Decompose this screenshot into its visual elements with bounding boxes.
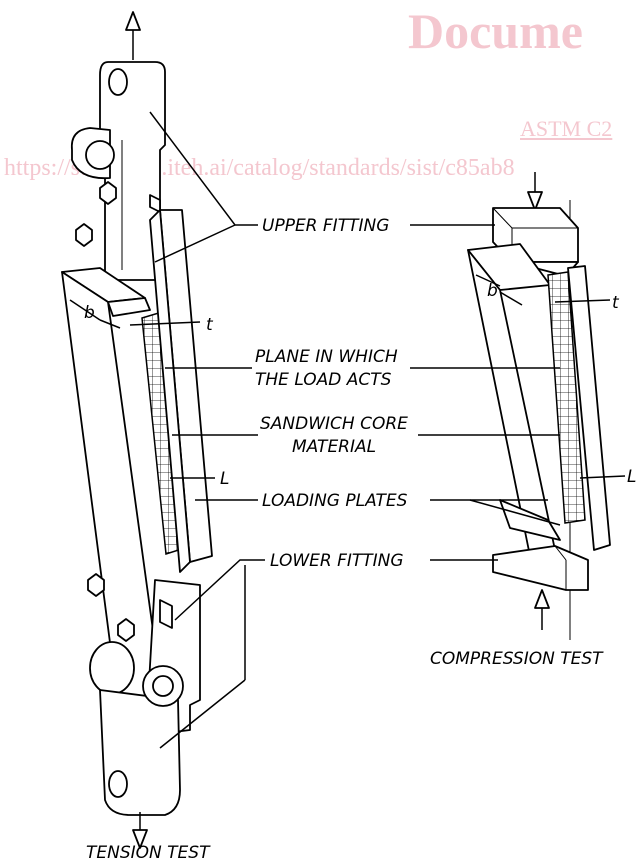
compression-b-label: b: [487, 281, 498, 301]
sandwich-core-label-line2: MATERIAL: [292, 437, 376, 457]
lower-fitting-label: LOWER FITTING: [270, 551, 404, 571]
upper-fitting: [70, 61, 166, 281]
compression-sandwich-core: [547, 271, 586, 524]
compression-top-arrow: [527, 172, 543, 211]
tension-b-dimension: [69, 299, 121, 329]
tension-bottom-arrow: [132, 812, 148, 849]
compression-t-dimension: [554, 299, 611, 303]
compression-test-caption: COMPRESSION TEST: [430, 649, 604, 669]
tension-front-plate: [61, 267, 166, 721]
leader-lines: [149, 111, 561, 749]
compression-b-dimension: [475, 274, 523, 306]
plane-label-line1: PLANE IN WHICH: [255, 347, 398, 367]
compression-t-label: t: [612, 293, 620, 313]
lower-fitting: [87, 573, 201, 816]
plane-label-line2: THE LOAD ACTS: [255, 370, 392, 390]
sandwich-core-label-line1: SANDWICH CORE: [260, 414, 408, 434]
tension-test-assembly: [61, 11, 215, 849]
tension-test-caption: TENSION TEST: [86, 843, 211, 860]
watermark-title: Docume: [408, 3, 583, 59]
compression-rear-plate: [567, 265, 611, 551]
tension-rear-plate: [149, 209, 213, 573]
watermark-standard-link[interactable]: ASTM C2: [520, 116, 613, 141]
tension-t-label: t: [206, 315, 214, 335]
compression-lower-block: [492, 499, 589, 591]
compression-L-label: L: [627, 467, 636, 487]
tension-top-arrow: [125, 11, 141, 60]
compression-bottom-arrow: [534, 589, 550, 630]
tension-b-label: b: [84, 303, 95, 323]
compression-test-assembly: [467, 172, 626, 640]
loading-plates-label: LOADING PLATES: [262, 491, 408, 511]
upper-fitting-label: UPPER FITTING: [262, 216, 389, 236]
compression-L-dimension: [579, 475, 626, 479]
tension-L-label: L: [220, 469, 229, 489]
tension-t-dimension: [129, 321, 201, 326]
